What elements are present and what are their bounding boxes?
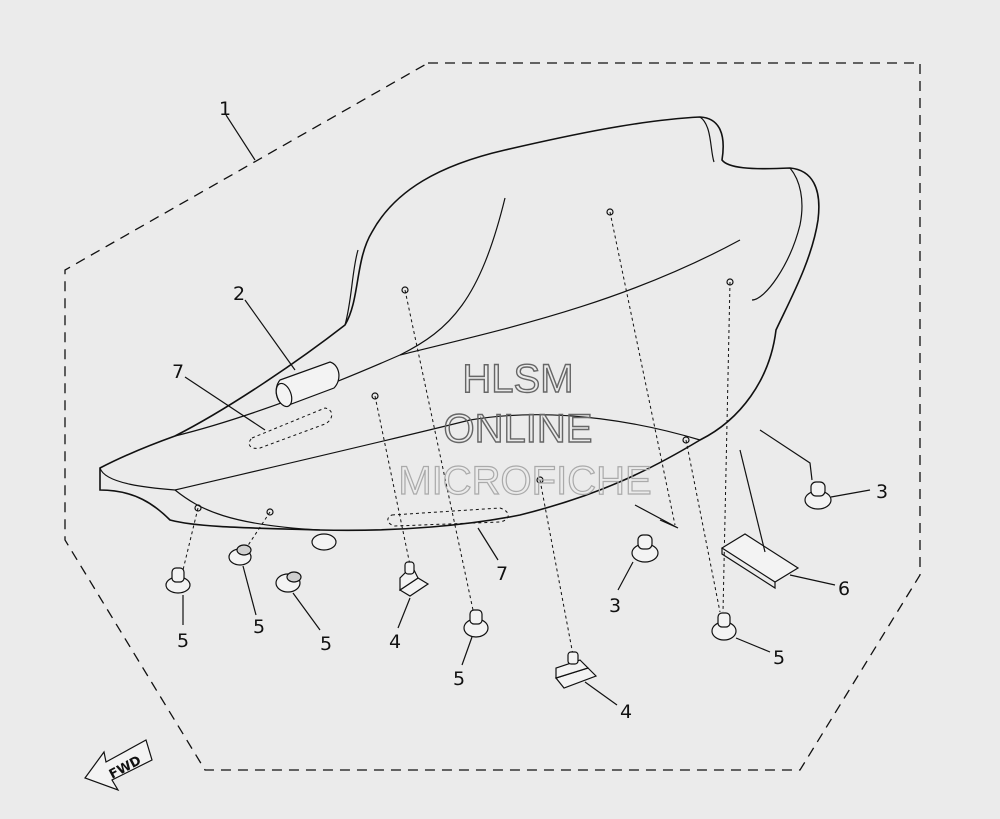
part-7-strip-lower — [387, 507, 509, 527]
part-2-roll — [275, 361, 340, 408]
fastener-centerlines — [182, 208, 734, 656]
part-5-grommet-e — [711, 612, 737, 641]
callout-5-b: 5 — [253, 616, 265, 638]
part-5-grommet-top — [311, 533, 337, 551]
part-5-grommet-a — [165, 567, 191, 594]
callout-5-d: 5 — [453, 668, 465, 690]
callout-5-a: 5 — [177, 630, 189, 652]
callout-5-c: 5 — [320, 633, 332, 655]
callout-7-lower: 7 — [496, 563, 508, 585]
part-6-pad — [720, 533, 800, 590]
assembly-boundary — [64, 62, 921, 771]
callout-7-upper: 7 — [172, 361, 184, 383]
part-4-bracket-a — [398, 561, 430, 597]
callout-4-b: 4 — [620, 701, 632, 723]
watermark-line2: ONLINE — [444, 407, 593, 451]
part-3-damper-center — [631, 534, 659, 563]
watermark: HLSM ONLINE MICROFICHE — [398, 356, 653, 503]
callout-5-e: 5 — [773, 647, 785, 669]
leader-lines — [182, 114, 871, 706]
callout-6: 6 — [838, 578, 850, 600]
part-3-damper-right — [804, 481, 832, 510]
callout-4-a: 4 — [389, 631, 401, 653]
seat-body — [99, 116, 820, 532]
part-7-strip-upper — [248, 407, 333, 449]
watermark-line3: MICROFICHE — [398, 459, 651, 503]
watermark-line1: HLSM — [462, 357, 573, 401]
forward-arrow: FWD — [84, 739, 153, 792]
part-5-grommet-d — [463, 609, 489, 638]
part-4-bracket-b — [554, 651, 598, 689]
part-5-grommet-c — [275, 571, 302, 593]
callout-1: 1 — [219, 98, 231, 120]
callout-3-center: 3 — [609, 595, 621, 617]
callout-numbers: 1 2 7 7 3 3 6 5 5 5 5 5 4 4 — [172, 98, 888, 723]
callout-2: 2 — [233, 283, 245, 305]
callout-3-right: 3 — [876, 481, 888, 503]
part-5-grommet-b — [228, 544, 252, 566]
